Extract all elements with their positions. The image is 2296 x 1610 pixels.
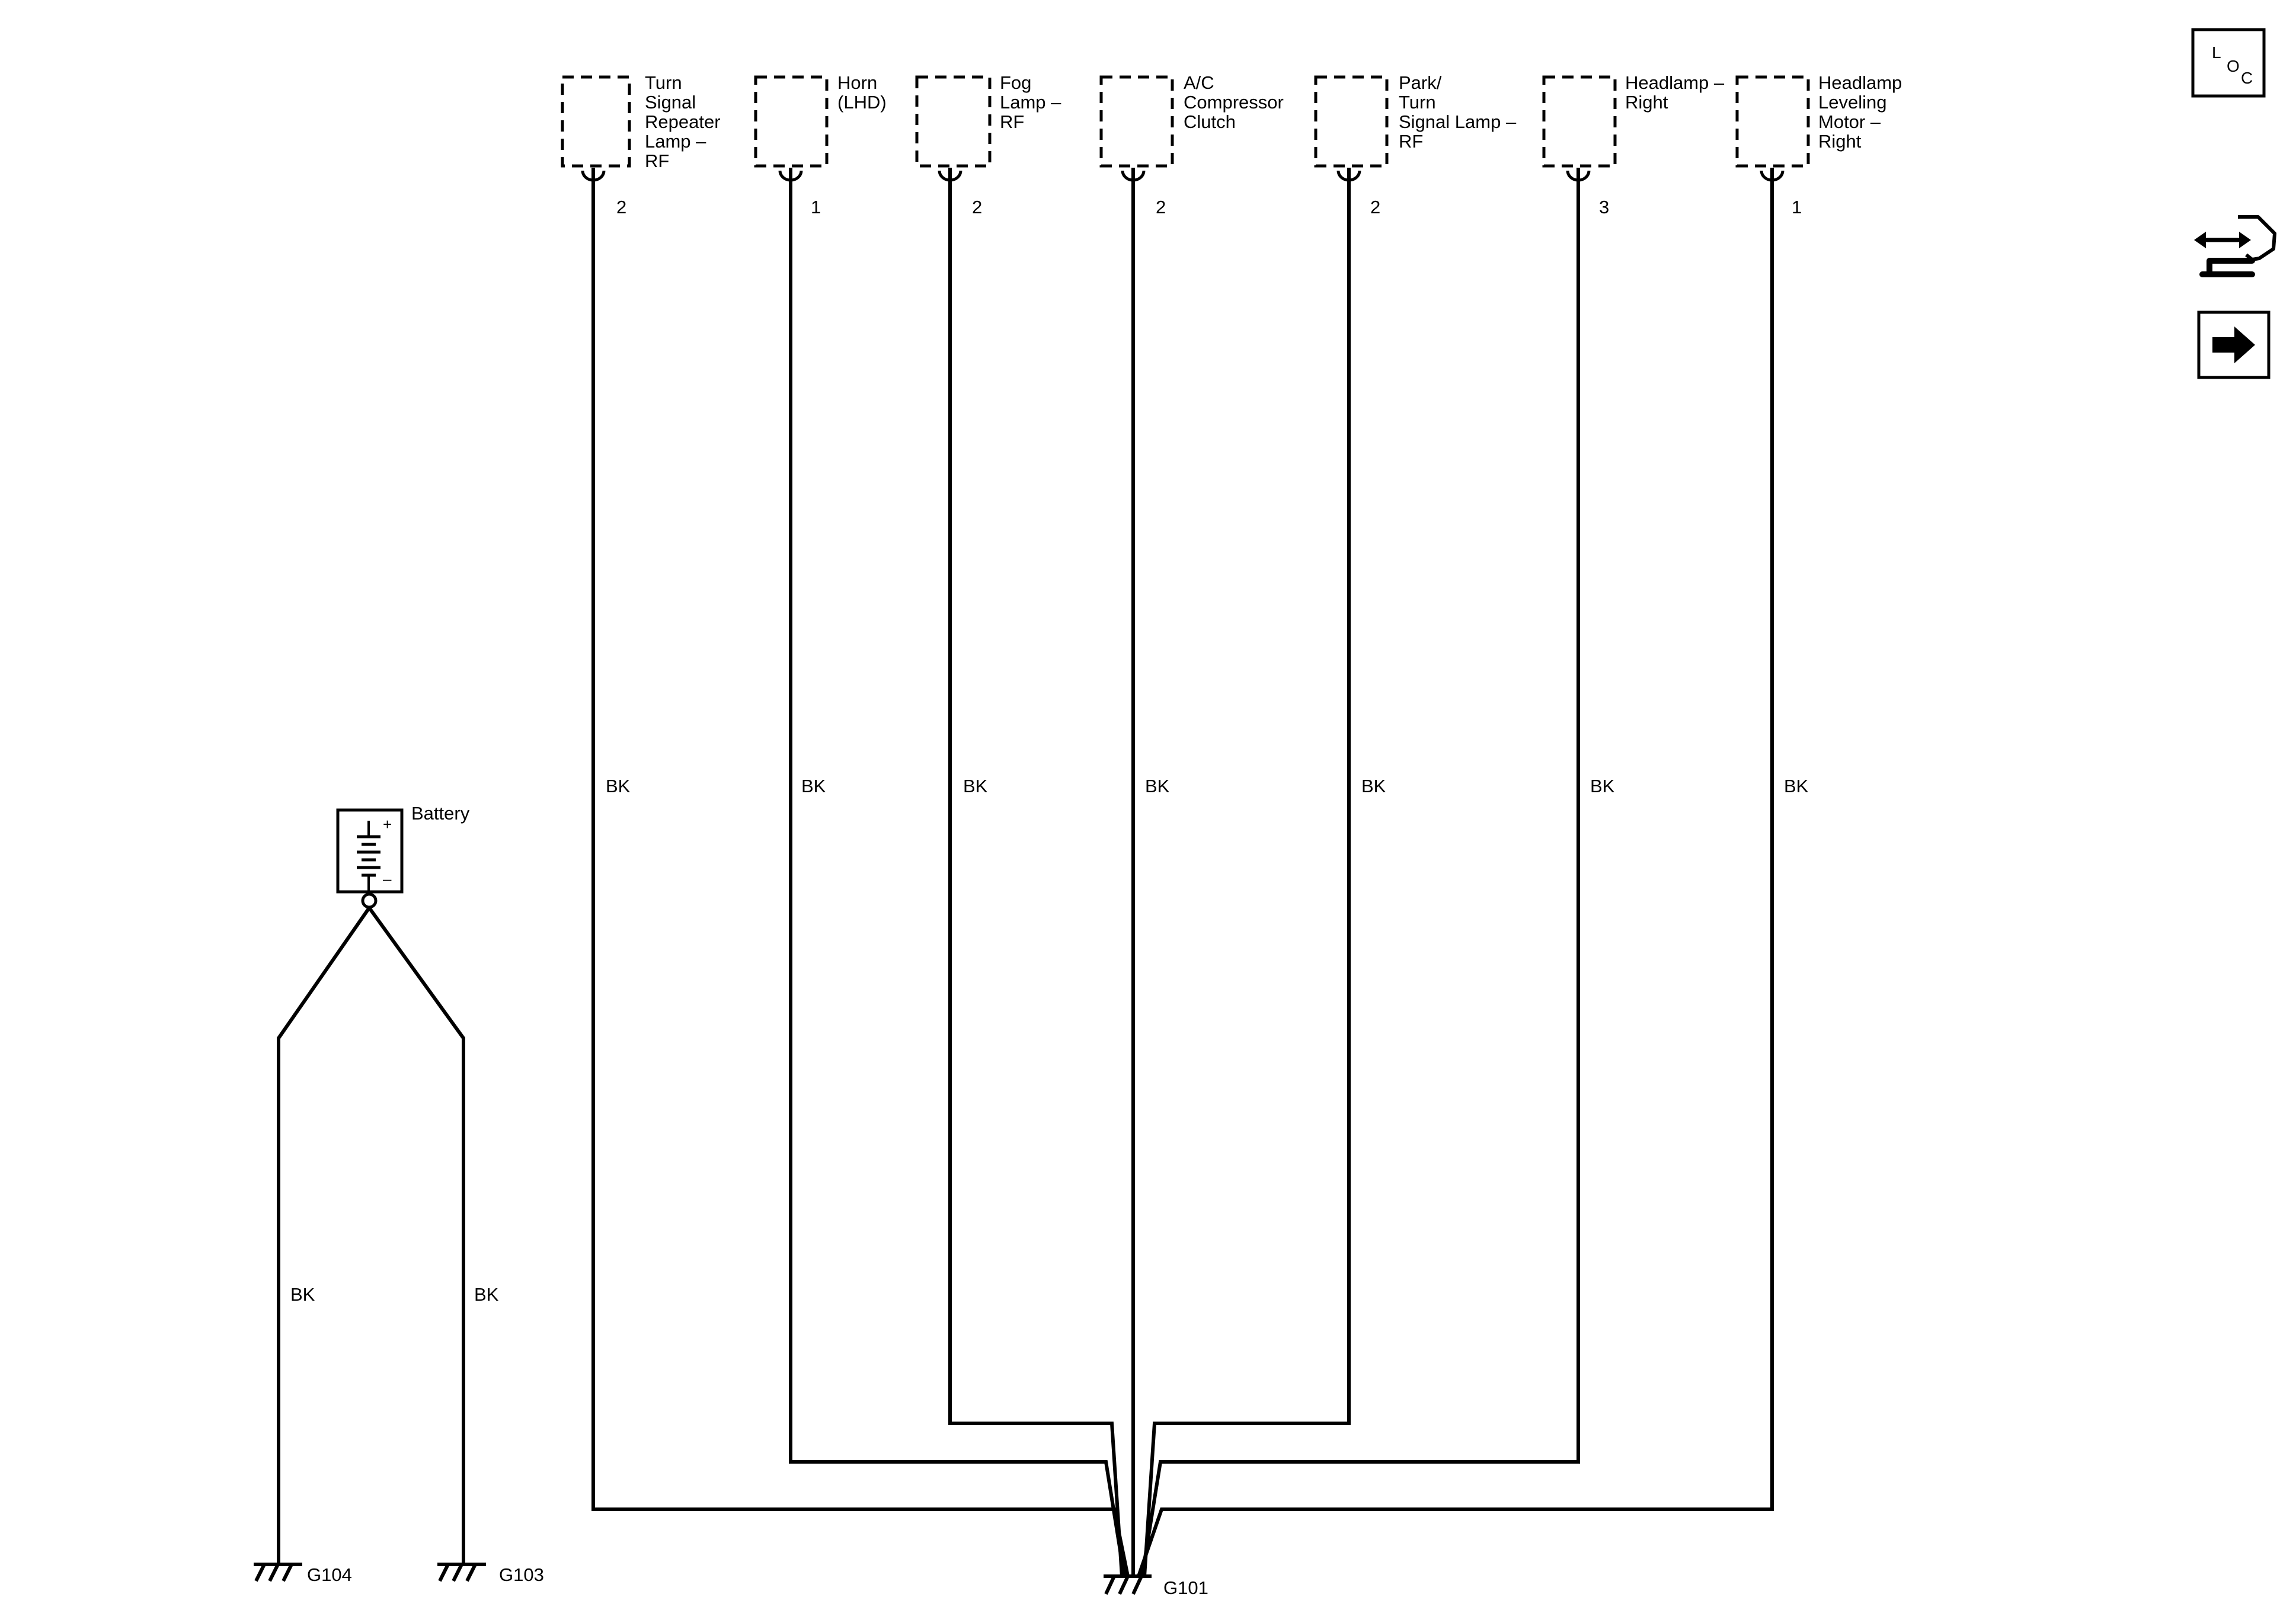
component-label: Turn Signal Repeater Lamp – RF	[645, 72, 725, 171]
pin-number: 2	[972, 197, 982, 217]
component-box	[1314, 75, 1389, 168]
wire-color-label: BK	[1145, 776, 1170, 796]
component-fog-lamp-rf[interactable]: 2 Fog Lamp – RF BK	[915, 72, 1066, 796]
battery-terminal	[361, 892, 378, 909]
ground-label: G103	[499, 1564, 544, 1585]
pin-number: 2	[1156, 197, 1166, 217]
ground-g103[interactable]: G103	[437, 1563, 544, 1585]
wire-fog-lamp-rf[interactable]	[948, 196, 1124, 1577]
wire-color-label: BK	[606, 776, 631, 796]
component-box	[1542, 75, 1617, 168]
battery-minus: –	[383, 870, 392, 888]
wire-color-label: BK	[801, 776, 826, 796]
wire-color-label: BK	[963, 776, 988, 796]
component-label: Horn (LHD)	[837, 72, 887, 113]
connector-view-icon[interactable]	[2194, 215, 2276, 277]
wire-battery-g103[interactable]	[367, 907, 465, 1564]
component-box	[754, 75, 829, 168]
component-horn-lhd[interactable]: 1 Horn (LHD) BK	[754, 72, 887, 796]
wire-headlamp-leveling-motor-right[interactable]	[1137, 196, 1774, 1577]
pin-number: 1	[811, 197, 821, 217]
component-label: Park/ Turn Signal Lamp – RF	[1399, 72, 1521, 152]
component-park-turn-signal-lamp-rf[interactable]: 2 Park/ Turn Signal Lamp – RF BK	[1314, 72, 1521, 796]
wire-turn-signal-repeater-lamp-rf[interactable]	[591, 196, 1130, 1577]
pin-number: 1	[1792, 197, 1802, 217]
component-box	[1099, 75, 1174, 168]
wire-battery-g104[interactable]	[277, 907, 371, 1564]
wire-color-label: BK	[1361, 776, 1386, 796]
ground-g101[interactable]: G101	[1104, 1574, 1208, 1598]
ground-icon	[438, 1563, 450, 1582]
battery[interactable]: + – Battery	[336, 803, 470, 909]
loc-letter: O	[2227, 57, 2240, 75]
wire-park-turn-signal-lamp-rf[interactable]	[1143, 196, 1351, 1577]
wire-color-label: BK	[290, 1284, 315, 1305]
component-label: A/C Compressor Clutch	[1184, 72, 1288, 132]
component-label: Headlamp – Right	[1625, 72, 1729, 113]
ground-g104[interactable]: G104	[254, 1563, 352, 1585]
component-box	[1735, 75, 1810, 168]
component-box	[915, 75, 992, 168]
ground-label: G104	[307, 1564, 352, 1585]
wire-color-label: BK	[474, 1284, 499, 1305]
ground-label: G101	[1163, 1577, 1208, 1598]
next-page-arrow-icon[interactable]	[2197, 311, 2271, 379]
component-turn-signal-repeater-lamp-rf[interactable]: 2 Turn Signal Repeater Lamp – RF BK	[561, 72, 725, 796]
ground-icon	[254, 1563, 266, 1582]
location-icon[interactable]: L O C	[2191, 28, 2266, 98]
battery-plus: +	[383, 815, 392, 833]
wire-harness	[591, 196, 1774, 1577]
ground-icon	[1104, 1575, 1116, 1595]
pin-number: 2	[1370, 197, 1380, 217]
component-headlamp-right[interactable]: 3 Headlamp – Right BK	[1542, 72, 1729, 796]
component-box	[561, 75, 631, 168]
wire-horn-lhd[interactable]	[789, 196, 1126, 1577]
loc-letter: L	[2212, 43, 2221, 62]
pin-number: 3	[1599, 197, 1609, 217]
battery-label: Battery	[411, 803, 470, 824]
component-label: Headlamp Leveling Motor – Right	[1818, 72, 1907, 152]
wire-color-label: BK	[1784, 776, 1809, 796]
component-label: Fog Lamp – RF	[1000, 72, 1066, 132]
component-ac-compressor-clutch[interactable]: 2 A/C Compressor Clutch BK	[1099, 72, 1288, 796]
pin-number: 2	[616, 197, 626, 217]
wire-color-label: BK	[1590, 776, 1615, 796]
component-headlamp-leveling-motor-right[interactable]: 1 Headlamp Leveling Motor – Right BK	[1735, 72, 1907, 796]
wire-headlamp-right[interactable]	[1140, 196, 1580, 1577]
loc-letter: C	[2241, 69, 2253, 87]
